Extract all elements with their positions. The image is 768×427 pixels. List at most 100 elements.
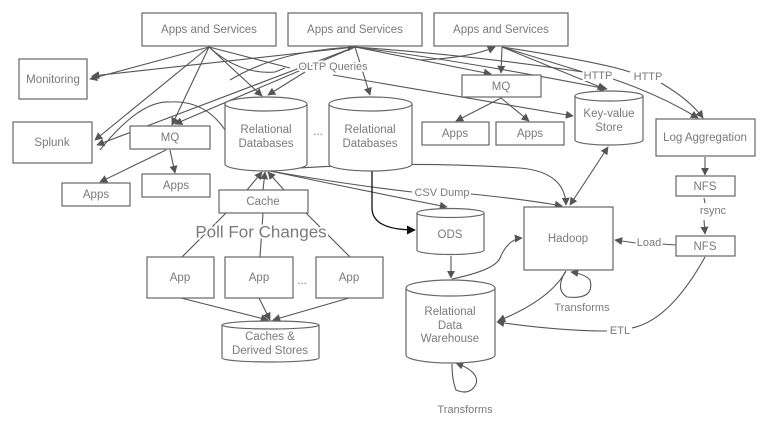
edge-splunk-curve [99,101,226,151]
edge-apps1-reldb1 [208,46,263,97]
node-apps-services-1[interactable]: Apps and Services [141,12,277,47]
node-label: App [339,272,359,284]
node-apps-services-3[interactable]: Apps and Services [433,12,569,47]
node-label: Apps and Services [161,24,257,36]
node-splunk[interactable]: Splunk [12,121,93,164]
edge-apps2-mq-left [174,46,356,125]
node-relational-data-warehouse[interactable]: Relational Data Warehouse [405,279,496,364]
edge-mq-left-apps1 [99,149,167,183]
node-hadoop[interactable]: Hadoop [523,206,614,271]
node-label: ODS [438,229,463,241]
label-poll-for-changes: Poll For Changes [195,222,326,241]
node-label-line-1: Caches & [245,331,295,343]
edge-app2-caches [258,297,271,321]
edge-reldb-ods [269,170,448,210]
edge-mq-left-apps2 [169,149,178,174]
edge-reldb-kv-long [332,74,574,119]
node-apps-right-2[interactable]: Apps [495,121,565,146]
edge-apps1-splunk [94,46,210,141]
node-label: MQ [492,81,511,93]
node-app-1[interactable]: App [146,256,215,299]
edge-kv-hadoop [569,146,609,206]
edge-cache-app2 [259,212,264,258]
node-label: NFS [694,241,717,253]
node-mq-right[interactable]: MQ [461,74,542,98]
edge-http2-log [660,82,704,119]
label-csv-dump: CSV Dump [414,187,469,199]
edge-csv-hadoop [470,193,563,209]
node-label: Log Aggregation [663,132,747,144]
node-label: Cache [246,196,279,208]
node-nfs-top[interactable]: NFS [675,175,736,197]
db-ellipsis: ... [313,126,323,138]
edge-apps1-oltp [208,46,286,73]
label-http-1: HTTP [584,70,613,82]
node-label-line-1: Relational [240,124,291,136]
edge-apps1-mq-left [171,46,210,126]
edge-cache-app1 [181,212,227,258]
node-key-value-store[interactable]: Key-value Store [574,90,644,146]
node-cache[interactable]: Cache [218,189,309,214]
edge-rsync-nfs [700,219,709,235]
node-caches-derived-stores[interactable]: Caches & [221,320,320,363]
node-label: Monitoring [26,74,80,86]
node-label: Splunk [34,137,69,149]
node-app-2[interactable]: App [224,256,294,299]
label-oltp-queries: OLTP Queries [298,61,368,73]
caches-label-line-2: Derived Stores [232,345,308,357]
node-apps-left-1[interactable]: Apps [61,182,131,207]
node-label: App [170,272,190,284]
label-etl: ETL [610,325,630,337]
label-transforms-warehouse: Transforms [437,404,493,416]
edge-cache-reldb-2 [260,171,269,191]
edge-load-hadoop [614,237,637,245]
edge-cache-reldb-1 [246,171,263,191]
edge-app3-caches [272,297,350,322]
node-relational-db-2[interactable]: Relational Databases [328,96,413,172]
edge-apps2-reldb2 [354,46,372,96]
edge-etl-warehouse [496,319,608,332]
label-load: Load [637,237,661,249]
edge-warehouse-hadoop [451,234,523,280]
node-label-line-1: Key-value [583,108,634,120]
edge-apps3-http-log [501,46,584,73]
node-mq-left[interactable]: MQ [129,125,211,150]
edge-apps2-reldb1 [267,71,306,96]
node-label: NFS [694,181,717,193]
node-apps-services-2[interactable]: Apps and Services [287,12,423,47]
node-apps-left-2[interactable]: Apps [141,173,211,198]
edge-apps3-http2 [501,46,631,73]
edge-apps2-log [354,46,584,73]
label-rsync: rsync [700,205,727,217]
node-label-line-1: Relational [424,306,475,318]
label-http-2: HTTP [634,71,663,83]
node-label: MQ [161,132,180,144]
node-label: Apps and Services [307,24,403,36]
edge-nfs-etl [631,256,706,329]
node-label-line-3: Warehouse [421,333,479,345]
node-label-line-2: Data [438,320,463,332]
edge-labels: OLTP Queries HTTP HTTP CSV Dump Poll For… [193,59,728,416]
node-monitoring[interactable]: Monitoring [18,58,88,100]
node-app-3[interactable]: App [315,256,384,299]
edge-oltp-to-apps2 [229,43,356,81]
node-ods[interactable]: ODS [416,207,485,256]
edge-nfs-load [661,243,677,246]
node-label: Apps [442,128,468,140]
node-nfs-bottom[interactable]: NFS [675,235,736,257]
edge-http1-log [612,78,699,119]
node-label: Apps [163,180,189,192]
node-log-aggregation[interactable]: Log Aggregation [655,118,756,157]
node-label-line-1: Relational [344,124,395,136]
edge-reldb2-ods [371,171,416,235]
edge-warehouse-transforms-loop [451,361,478,393]
edges [89,43,709,393]
edge-cache-app3 [305,212,351,258]
node-apps-right-1[interactable]: Apps [421,121,490,146]
edge-reldb-hadoop-curve [269,163,570,206]
label-transforms-hadoop: Transforms [554,302,610,314]
app-ellipsis: ... [297,275,307,287]
node-label: Apps and Services [453,24,549,36]
node-relational-db-1[interactable]: Relational Databases [224,96,308,172]
